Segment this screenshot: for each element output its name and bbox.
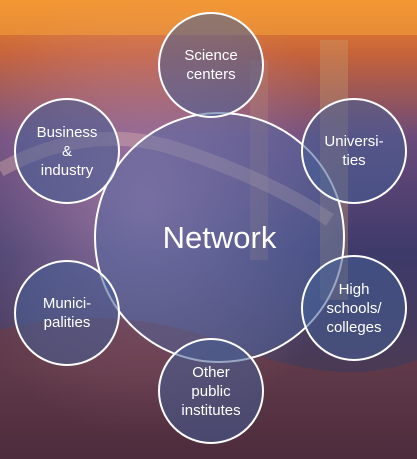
node-label-science-centers: Science centers <box>184 47 238 83</box>
node-science-centers: Science centers <box>158 12 264 118</box>
node-label-other-public-institutes: Other public institutes <box>181 363 241 419</box>
node-municipalities: Munici- palities <box>14 260 120 366</box>
node-business-industry: Business & industry <box>14 98 120 204</box>
node-high-schools-colleges: High schools/ colleges <box>301 255 407 361</box>
node-label-business-industry: Business & industry <box>36 123 98 179</box>
node-label-municipalities: Munici- palities <box>42 295 92 331</box>
node-universities: Universi- ties <box>301 98 407 204</box>
node-other-public-institutes: Other public institutes <box>158 338 264 444</box>
network-center-label: Network <box>162 219 277 255</box>
node-label-universities: Universi- ties <box>324 133 384 169</box>
node-label-high-schools-colleges: High schools/ colleges <box>326 280 382 336</box>
